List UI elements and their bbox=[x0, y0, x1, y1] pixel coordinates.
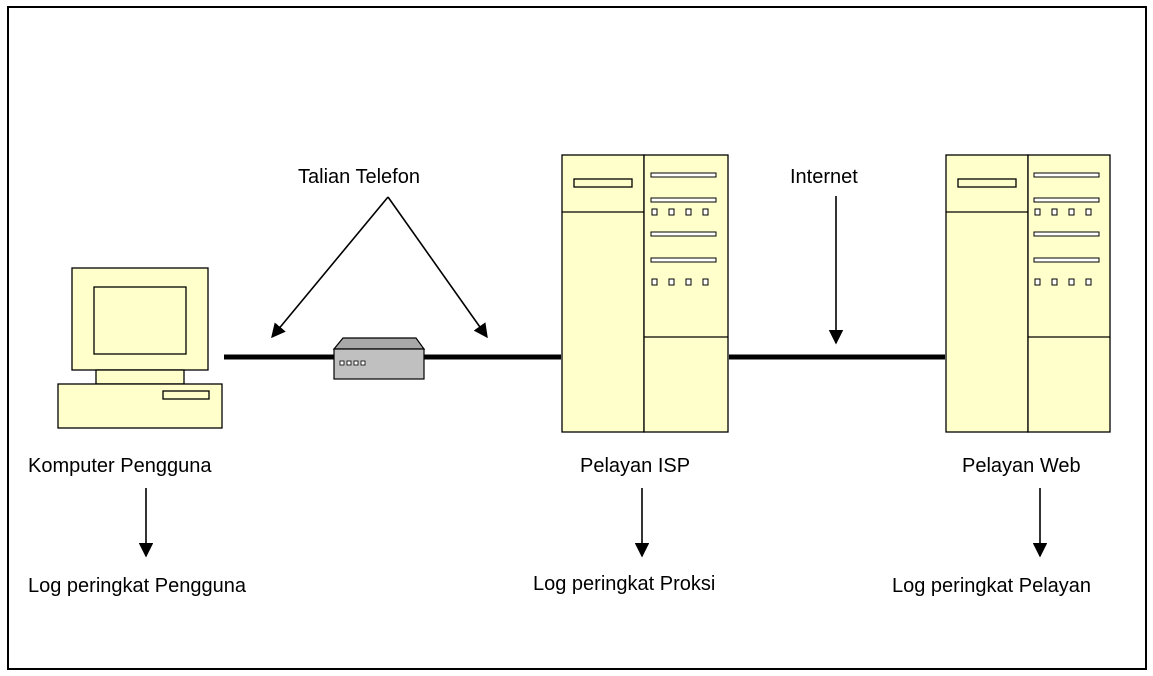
proxy-log-label: Log peringkat Proksi bbox=[533, 573, 715, 595]
user-log-label: Log peringkat Pengguna bbox=[28, 575, 247, 597]
phone-line-label: Talian Telefon bbox=[298, 166, 420, 188]
user-computer-icon bbox=[57, 267, 223, 429]
isp-server-label: Pelayan ISP bbox=[580, 455, 690, 477]
modem-icon bbox=[332, 337, 426, 380]
server-log-label: Log peringkat Pelayan bbox=[892, 575, 1091, 597]
isp-server-icon bbox=[561, 154, 729, 433]
user-computer-label: Komputer Pengguna bbox=[28, 455, 212, 477]
phone-line-arrow-left bbox=[271, 196, 389, 339]
web-server-icon bbox=[945, 154, 1111, 433]
diagram-border bbox=[7, 6, 1147, 670]
phone-line-arrow-right bbox=[387, 196, 488, 339]
internet-label: Internet bbox=[790, 166, 858, 188]
web-server-label: Pelayan Web bbox=[962, 455, 1081, 477]
